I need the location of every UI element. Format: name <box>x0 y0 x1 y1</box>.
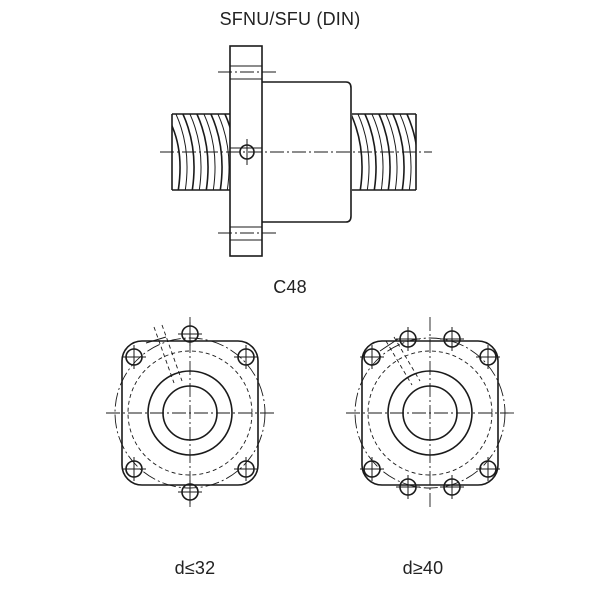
nut-body <box>262 81 352 223</box>
front-view-large <box>346 317 514 509</box>
nut-outer <box>387 370 473 456</box>
right-screw-shaft <box>352 113 417 191</box>
flange-outline <box>361 340 499 486</box>
flange-outline <box>121 340 259 486</box>
left-screw-shaft <box>171 113 230 191</box>
lube-port <box>145 324 183 384</box>
nut-flange <box>229 45 263 257</box>
flange-code-label: C48 <box>273 277 307 297</box>
bore <box>402 385 458 441</box>
front-view-small <box>106 317 274 509</box>
nut-outer <box>147 370 233 456</box>
variant-label-large: d≥40 <box>402 558 444 578</box>
mounting-holes <box>360 327 500 499</box>
nut-side-view <box>160 45 432 257</box>
variant-label-small: d≤32 <box>174 558 216 578</box>
bolt-circle <box>354 337 506 489</box>
mounting-holes <box>122 322 258 504</box>
drawing-title: SFNU/SFU (DIN) <box>219 9 361 29</box>
bore <box>162 385 218 441</box>
lube-port <box>379 336 421 386</box>
